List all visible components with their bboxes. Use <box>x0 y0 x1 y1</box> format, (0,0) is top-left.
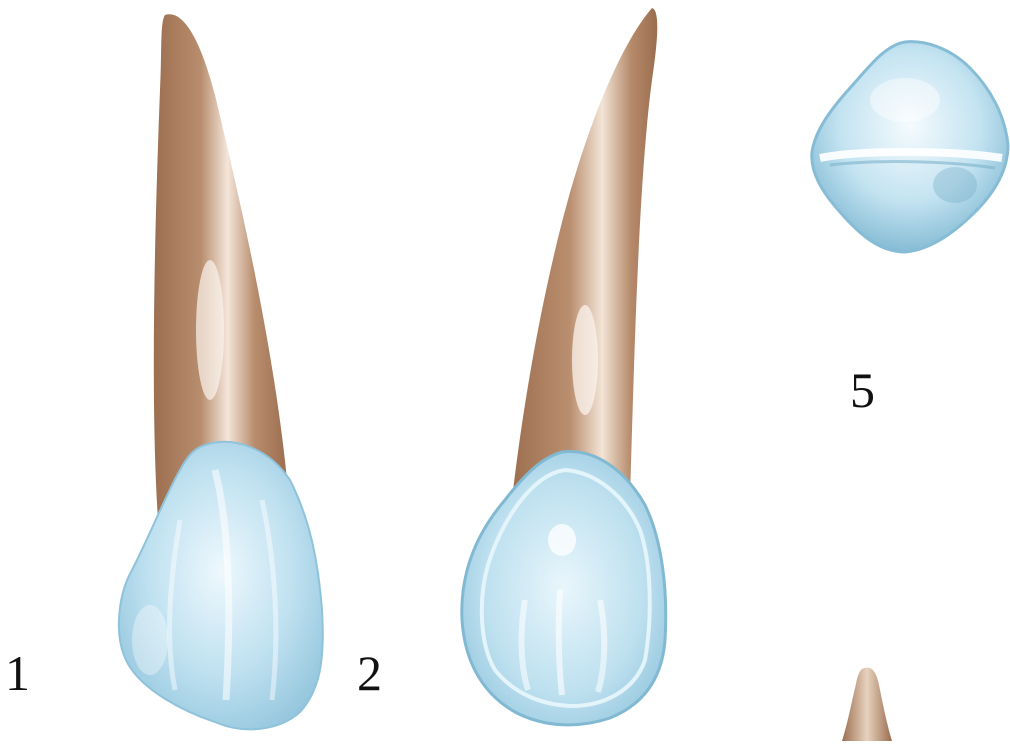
view-label-2: 2 <box>357 648 382 698</box>
view-label-5: 5 <box>850 365 875 415</box>
tooth-incisal-view-icon <box>812 42 1008 252</box>
view-label-1: 1 <box>5 648 30 698</box>
tooth-labial-view-icon <box>119 14 323 729</box>
tooth-root-tip-icon <box>842 668 892 741</box>
tooth-lingual-view-icon <box>462 8 666 725</box>
